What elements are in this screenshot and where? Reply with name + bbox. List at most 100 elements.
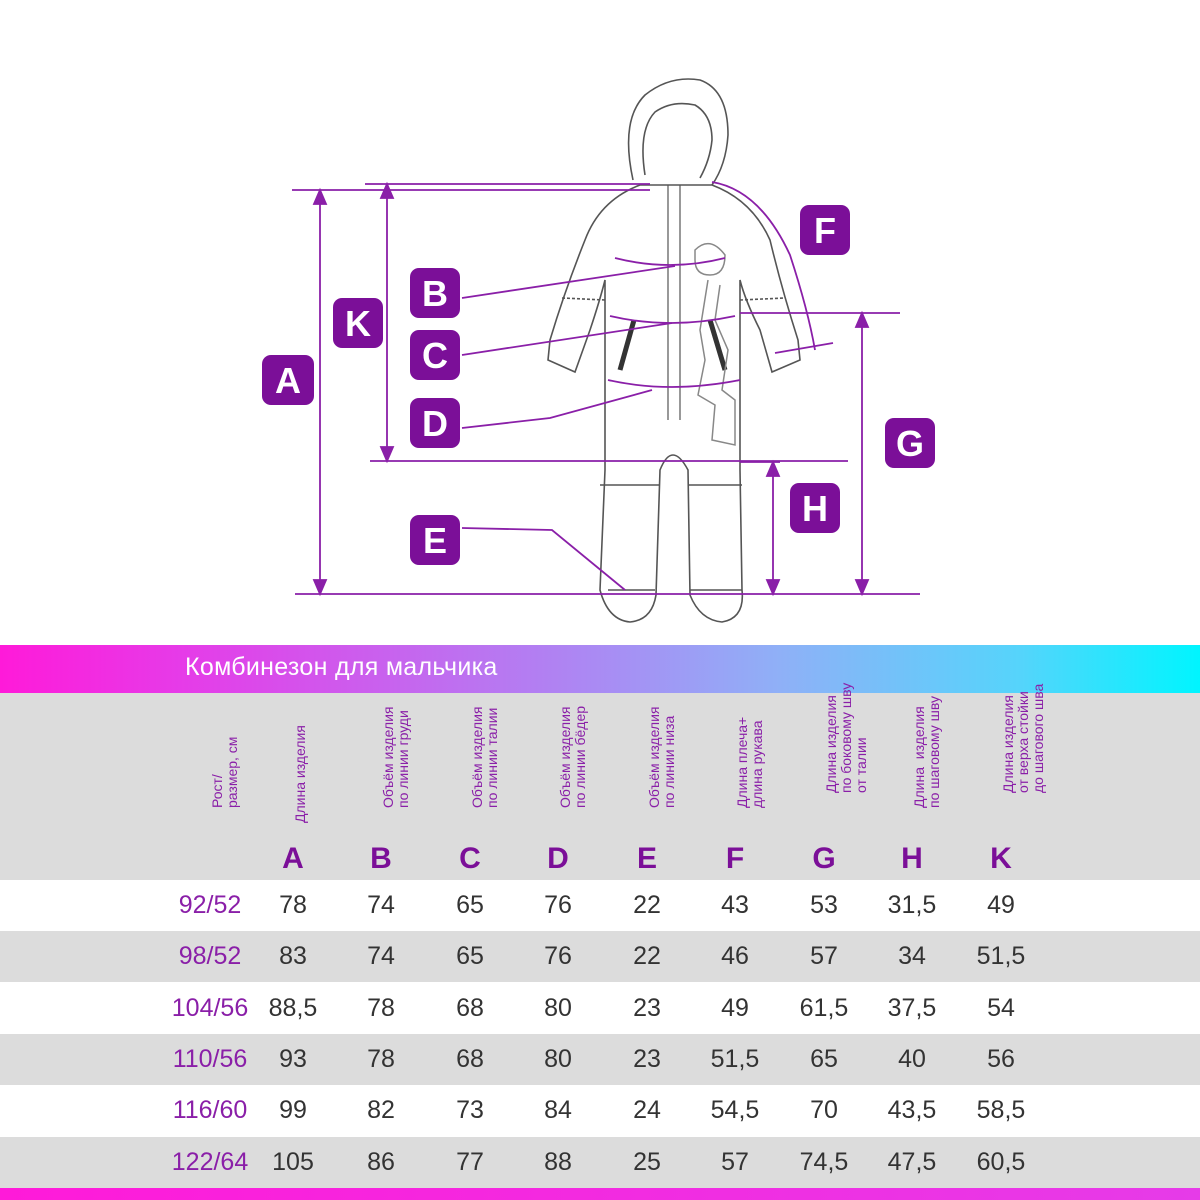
zipper-pockets bbox=[617, 319, 728, 371]
value-cell: 105 bbox=[272, 1147, 314, 1176]
header-label: Длина изделия от верха стойки до шаговог… bbox=[1000, 683, 1046, 793]
size-cell: 92/52 bbox=[178, 891, 242, 919]
header-label: Длина изделия bbox=[292, 725, 308, 823]
badge-d bbox=[410, 398, 460, 448]
jumpsuit-outline bbox=[547, 78, 801, 623]
value-cell: 99 bbox=[279, 1096, 307, 1125]
value-cell: 93 bbox=[279, 1044, 307, 1073]
header-letter: K bbox=[990, 842, 1012, 875]
title-banner: Комбинезон для мальчика bbox=[0, 645, 1200, 693]
header-label: Длина плеча+ длина рукава bbox=[734, 716, 765, 808]
value-cell: 78 bbox=[367, 1044, 395, 1073]
size-cell: 122/64 bbox=[171, 1147, 249, 1176]
value-cell: 43 bbox=[721, 891, 749, 919]
badge-h-label: H bbox=[802, 488, 828, 529]
badge-h bbox=[790, 483, 840, 533]
value-cell: 82 bbox=[367, 1096, 395, 1125]
header-col-k: Длина изделия от верха стойки до шаговог… bbox=[956, 684, 1046, 880]
value-cell: 22 bbox=[633, 942, 661, 971]
value-cell: 23 bbox=[633, 993, 661, 1022]
header-letter: C bbox=[459, 842, 481, 875]
header-label: Рост/ размер, см bbox=[209, 736, 240, 808]
header-label: Объём изделия по линии низа bbox=[646, 706, 677, 809]
header-col-c: Объём изделия по линии талии C bbox=[425, 693, 515, 880]
size-cell: 98/52 bbox=[178, 942, 242, 971]
value-cell: 70 bbox=[810, 1096, 838, 1125]
header-col-size: Рост/ размер, см bbox=[165, 693, 255, 880]
value-cell: 78 bbox=[279, 891, 307, 919]
value-cell: 51,5 bbox=[976, 942, 1026, 971]
value-cell: 23 bbox=[633, 1044, 661, 1073]
value-cell: 54,5 bbox=[710, 1096, 760, 1125]
value-cell: 76 bbox=[544, 942, 572, 971]
size-table-header: Рост/ размер, см Длина изделия A Объём и… bbox=[0, 683, 1200, 880]
badge-g bbox=[885, 418, 935, 468]
value-cell: 40 bbox=[898, 1044, 926, 1073]
value-cell: 37,5 bbox=[887, 993, 937, 1022]
badge-a-label: A bbox=[275, 360, 301, 401]
header-label: Объём изделия по линии талии bbox=[469, 706, 500, 809]
badge-e-label: E bbox=[423, 520, 447, 561]
badge-b bbox=[410, 268, 460, 318]
header-label: Длина изделия по шаговому шву bbox=[911, 696, 942, 808]
value-cell: 73 bbox=[456, 1096, 484, 1125]
header-letter: H bbox=[901, 842, 923, 875]
value-cell: 88,5 bbox=[268, 993, 318, 1022]
badge-d-label: D bbox=[422, 403, 448, 444]
value-cell: 86 bbox=[367, 1147, 395, 1176]
header-col-e: Объём изделия по линии низа E bbox=[602, 693, 692, 880]
header-col-g: Длина изделия по боковому шву от талии G bbox=[779, 683, 869, 880]
value-cell: 60,5 bbox=[976, 1147, 1026, 1176]
value-cell: 58,5 bbox=[976, 1096, 1026, 1125]
badge-f-label: F bbox=[814, 210, 836, 251]
jumpsuit-measurement-diagram: A K B C D E F G H bbox=[262, 78, 935, 623]
value-cell: 74 bbox=[367, 891, 395, 919]
size-cell: 110/56 bbox=[172, 1044, 248, 1073]
giraffe-print bbox=[694, 242, 736, 446]
value-cell: 53 bbox=[810, 891, 838, 919]
value-cell: 76 bbox=[544, 891, 572, 919]
value-cell: 80 bbox=[544, 1044, 572, 1073]
header-letter: F bbox=[725, 842, 745, 875]
header-label: Объём изделия по линии груди bbox=[380, 706, 411, 809]
size-cell: 104/56 bbox=[171, 993, 249, 1022]
value-cell: 25 bbox=[633, 1147, 661, 1176]
banner-title: Комбинезон для мальчика bbox=[185, 653, 498, 681]
measurement-badges: A K B C D E F G H bbox=[262, 205, 935, 565]
value-cell: 51,5 bbox=[710, 1044, 760, 1073]
value-cell: 61,5 bbox=[799, 993, 849, 1022]
header-letter: B bbox=[370, 842, 392, 875]
value-cell: 74 bbox=[367, 942, 395, 971]
value-cell: 68 bbox=[456, 1044, 484, 1073]
value-cell: 22 bbox=[633, 891, 661, 919]
value-cell: 46 bbox=[721, 942, 749, 971]
header-col-a: Длина изделия A bbox=[248, 693, 338, 880]
value-cell: 65 bbox=[810, 1044, 838, 1073]
header-letter: G bbox=[812, 842, 836, 875]
badge-a bbox=[262, 355, 314, 405]
value-cell: 56 bbox=[987, 1044, 1015, 1073]
badge-b-label: B bbox=[422, 273, 448, 314]
header-letter: D bbox=[547, 842, 569, 875]
header-label: Длина изделия по боковому шву от талии bbox=[823, 682, 869, 793]
value-cell: 54 bbox=[987, 993, 1015, 1022]
size-cell: 116/60 bbox=[172, 1096, 248, 1125]
value-cell: 88 bbox=[544, 1147, 572, 1176]
value-cell: 47,5 bbox=[887, 1147, 937, 1176]
value-cell: 65 bbox=[456, 891, 484, 919]
value-cell: 78 bbox=[367, 993, 395, 1022]
badge-k-label: K bbox=[345, 303, 371, 344]
header-col-b: Объём изделия по линии груди B bbox=[336, 693, 426, 880]
value-cell: 24 bbox=[633, 1096, 661, 1125]
value-cell: 57 bbox=[721, 1147, 749, 1176]
value-cell: 77 bbox=[456, 1147, 484, 1176]
value-cell: 84 bbox=[544, 1096, 572, 1125]
badge-c-label: C bbox=[422, 335, 448, 376]
header-col-d: Объём изделия по линии бёдер D bbox=[513, 693, 603, 880]
bottom-accent-bar bbox=[0, 1188, 1200, 1200]
badge-c bbox=[410, 330, 460, 380]
value-cell: 49 bbox=[987, 891, 1015, 919]
value-cell: 74,5 bbox=[799, 1147, 849, 1176]
